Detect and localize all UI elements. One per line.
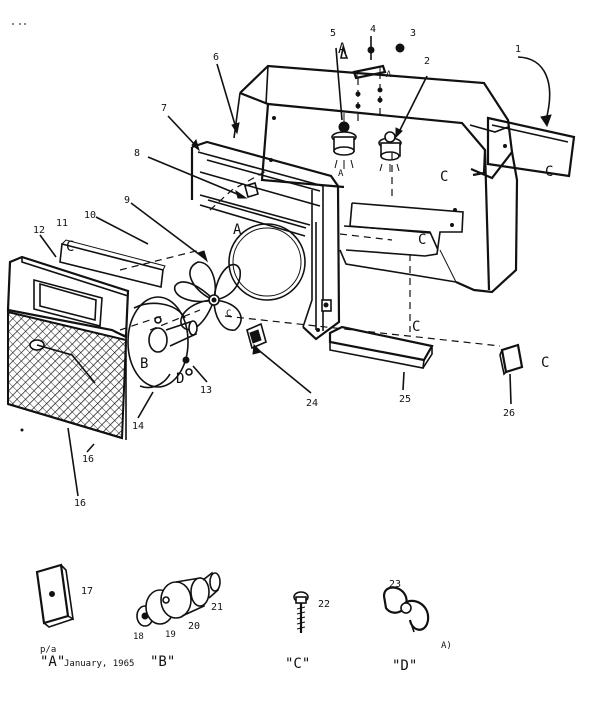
part-label-21: 21: [211, 602, 223, 613]
mark-a-knob: A: [338, 169, 344, 179]
scan-marks: [12, 23, 26, 432]
part-label-16-grille: 16: [82, 454, 94, 465]
detail-a-clip: 17: [35, 563, 93, 628]
part-label-17: 17: [81, 586, 93, 597]
controls: [331, 36, 405, 172]
side-panel: [486, 56, 576, 178]
part-label-1: 1: [515, 44, 521, 55]
motor: [127, 296, 198, 389]
part-label-22: 22: [318, 599, 330, 610]
part-label-24: 24: [306, 398, 318, 409]
view-ref-c-panel: C: [545, 164, 553, 180]
detail-c-screw: 22: [293, 591, 330, 633]
view-reference-letters: C C A C C B D C C A C A A: [66, 41, 553, 387]
drain-tray: [328, 325, 434, 369]
part-label-8: 8: [134, 148, 140, 159]
part-label-4: 4: [370, 24, 376, 35]
date-label: January, 1965: [64, 659, 134, 669]
view-ref-a-mid: A: [233, 222, 242, 238]
part-label-16-panel: 16: [74, 498, 86, 509]
part-label-10: 10: [84, 210, 96, 221]
detail-captions: p/a "A" January, 1965 "B" "C" "D": [40, 645, 417, 674]
view-ref-a-top: A: [338, 41, 347, 57]
part-label-12: 12: [33, 225, 45, 236]
mark-aj: A): [441, 641, 452, 651]
bracket: [499, 343, 524, 376]
detail-label-b: "B": [150, 654, 175, 670]
view-ref-c-wall: C: [418, 232, 426, 248]
view-ref-c-small: C: [226, 309, 231, 319]
part-label-18: 18: [133, 632, 144, 642]
detail-b-motor-mount: 21 20 19 18: [133, 571, 223, 642]
view-ref-c-bracket: C: [541, 355, 549, 371]
view-ref-d-mid: D: [176, 371, 184, 387]
part-label-14: 14: [132, 421, 144, 432]
part-label-2: 2: [424, 56, 430, 67]
cabinet-housing: [233, 64, 519, 294]
view-ref-b-mid: B: [140, 356, 148, 372]
view-ref-c-tray: C: [412, 319, 420, 335]
part-label-9: 9: [124, 195, 130, 206]
part-label-11: 11: [56, 218, 68, 229]
part-label-26: 26: [503, 408, 515, 419]
detail-label-c: "C": [285, 656, 310, 672]
view-ref-c-filter: C: [66, 239, 74, 255]
part-label-6: 6: [213, 52, 219, 63]
part-label-23: 23: [389, 579, 401, 590]
detail-label-d: "D": [392, 658, 417, 674]
detail-d-wing-nut: 23 A): [382, 579, 452, 651]
mark-a-prefix: p/a: [40, 645, 56, 655]
part-label-13: 13: [200, 385, 212, 396]
assembly-lines: [119, 153, 501, 347]
mark-a-bracket: A: [386, 70, 392, 80]
detail-label-a: "A": [40, 654, 65, 670]
part-label-5: 5: [330, 28, 336, 39]
part-label-25: 25: [399, 394, 411, 405]
view-ref-c-top: C: [440, 169, 448, 185]
leader-lines: [39, 47, 512, 497]
fan-housing: [190, 140, 341, 341]
part-label-7: 7: [161, 103, 167, 114]
part-label-3: 3: [410, 28, 416, 39]
terminal-block: [246, 322, 267, 350]
part-number-labels: 1 2 3 4 5 6 7 8 9 10 11 12 13 14 16 16 2…: [33, 24, 521, 509]
part-label-19: 19: [165, 630, 176, 640]
filter-strip: [59, 239, 166, 288]
fan-blade: [174, 261, 242, 331]
part-label-20: 20: [188, 621, 200, 632]
front-grille: [6, 255, 130, 440]
